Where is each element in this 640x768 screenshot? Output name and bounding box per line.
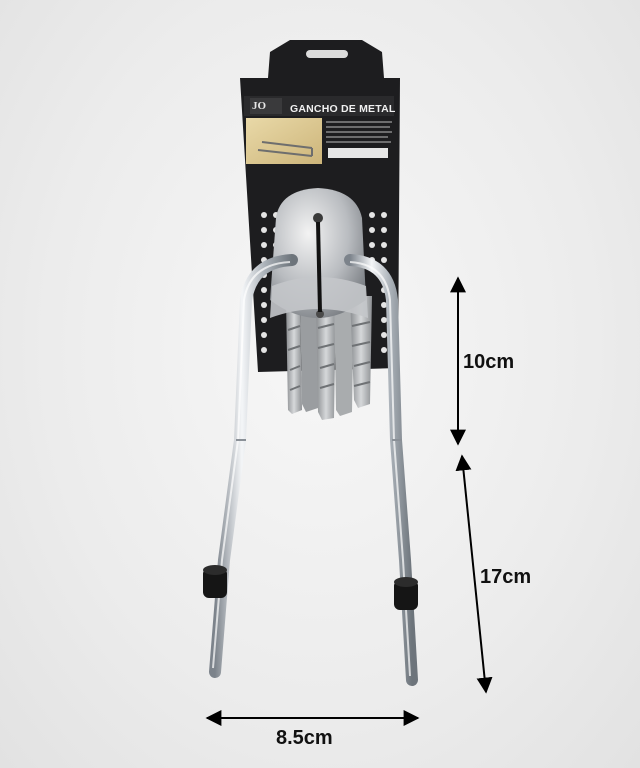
wire-hook-highlight bbox=[212, 261, 411, 677]
brand-logo bbox=[250, 98, 282, 114]
brand-mark: JO bbox=[252, 100, 267, 112]
height-lower-label: 17cm bbox=[480, 566, 532, 588]
width-label: 8.5cm bbox=[276, 727, 333, 749]
mounting-plate bbox=[270, 188, 368, 318]
card-title: GANCHO DE METAL bbox=[290, 103, 396, 115]
height-lower-arrow bbox=[455, 454, 493, 694]
product-label-image bbox=[246, 118, 322, 164]
wall-anchors bbox=[286, 294, 372, 420]
height-upper-label: 10cm bbox=[463, 351, 515, 373]
hang-hole bbox=[306, 50, 348, 58]
rubber-tip-left bbox=[203, 565, 227, 598]
rubber-tip-right bbox=[394, 577, 418, 610]
label-fine-print bbox=[326, 121, 392, 143]
barcode bbox=[328, 148, 388, 158]
